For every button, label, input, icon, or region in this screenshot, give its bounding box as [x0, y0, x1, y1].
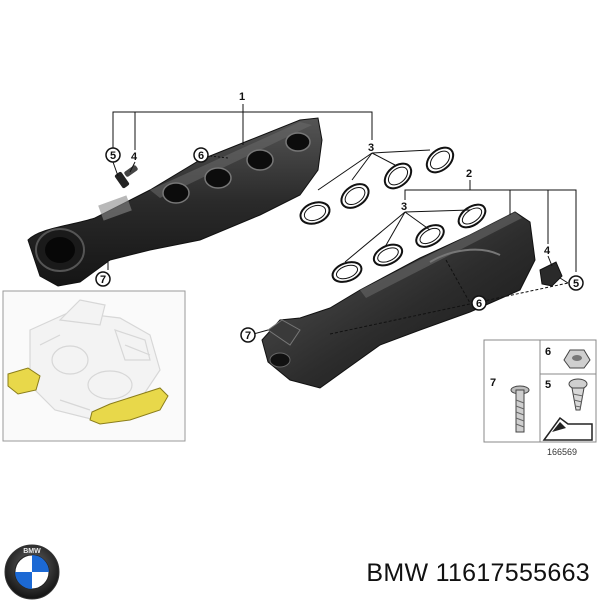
bmw-logo: BMW	[4, 544, 60, 600]
svg-text:1: 1	[239, 91, 245, 103]
svg-text:7: 7	[490, 377, 496, 389]
callout-6-upper: 6	[193, 147, 209, 163]
sensor-part-4-lower	[539, 261, 563, 287]
screw-icon	[568, 378, 588, 411]
callout-5-upper: 5	[105, 147, 121, 163]
port-1	[162, 182, 190, 204]
svg-text:5: 5	[110, 150, 116, 162]
leader-lines-lower	[249, 180, 577, 336]
callout-4-lower: 4	[544, 245, 551, 257]
fastener-legend: 6 7 5 166569	[483, 339, 597, 457]
callout-3-upper: 3	[368, 142, 374, 154]
svg-text:3: 3	[401, 201, 407, 213]
part-number-label: BMW 11617555663	[366, 559, 590, 587]
legend-item-7: 7	[490, 377, 530, 433]
svg-text:2: 2	[466, 168, 472, 180]
svg-text:6: 6	[476, 298, 482, 310]
svg-text:6: 6	[198, 150, 204, 162]
callout-2: 2	[466, 168, 472, 180]
port-2	[204, 167, 232, 189]
svg-text:5: 5	[545, 379, 551, 391]
diagram-reference-number: 166569	[547, 447, 577, 457]
hex-nut-icon	[563, 349, 591, 369]
svg-text:4: 4	[544, 245, 551, 257]
gaskets-upper	[299, 146, 455, 225]
callout-1: 1	[239, 91, 245, 103]
callout-3-lower: 3	[401, 201, 407, 213]
svg-text:6: 6	[545, 346, 551, 358]
svg-text:7: 7	[245, 330, 251, 342]
highlight-manifold-right	[89, 387, 169, 425]
intake-manifold-lower	[261, 211, 536, 389]
bmw-logo-lettering: BMW	[23, 548, 41, 555]
callout-4-upper: 4	[131, 151, 138, 163]
gaskets-lower	[331, 203, 487, 283]
callout-5-lower: 5	[568, 275, 584, 291]
callout-6-lower: 6	[471, 295, 487, 311]
arrow-direction-icon	[542, 416, 593, 441]
sensor-part-4	[114, 165, 138, 189]
bolt-icon	[510, 385, 530, 433]
intake-manifold-upper	[27, 117, 323, 287]
legend-item-6: 6	[545, 346, 591, 369]
callout-7-upper: 7	[95, 271, 111, 287]
engine-location-inset	[2, 290, 186, 442]
svg-text:5: 5	[573, 278, 579, 290]
svg-text:3: 3	[368, 142, 374, 154]
legend-item-5: 5	[545, 378, 588, 411]
port-4	[285, 132, 311, 152]
callout-7-lower: 7	[240, 327, 256, 343]
svg-text:7: 7	[100, 274, 106, 286]
leader-lines-upper	[107, 104, 431, 270]
port-3	[246, 149, 274, 171]
highlight-manifold-left	[7, 367, 41, 395]
svg-text:4: 4	[131, 151, 138, 163]
